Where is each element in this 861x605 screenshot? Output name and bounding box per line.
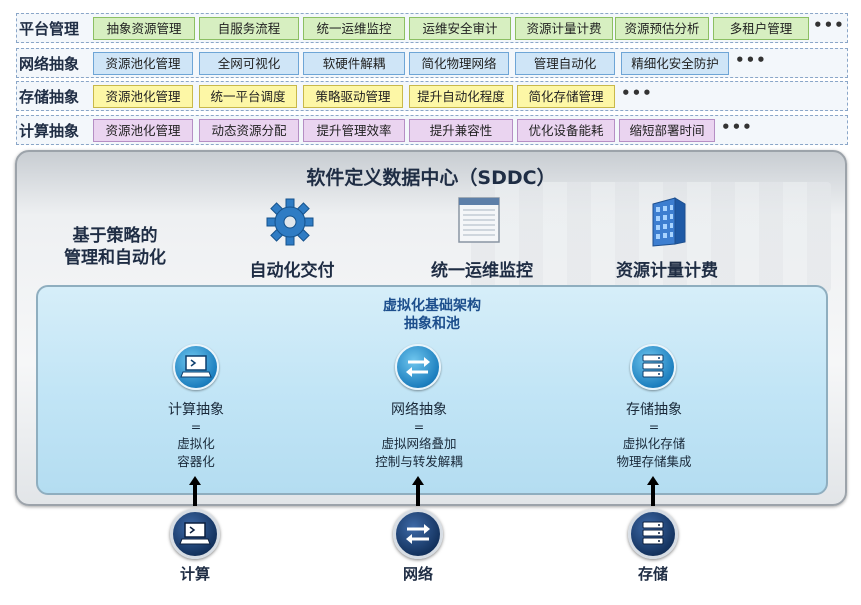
tag: 资源计量计费 — [515, 17, 613, 40]
column-title: 网络抽象 — [391, 402, 447, 418]
tag: 资源池化管理 — [93, 119, 193, 142]
building-background — [471, 182, 831, 292]
more-indicator: ••• — [721, 118, 753, 136]
more-indicator: ••• — [735, 51, 767, 69]
tag: 资源池化管理 — [93, 52, 193, 75]
feature-label: 统一运维监控 — [431, 261, 533, 281]
policy-line: 管理和自动化 — [64, 248, 166, 268]
row-label: 平台管理 — [19, 20, 80, 38]
building-icon — [645, 194, 691, 252]
bottom-label: 网络 — [402, 565, 433, 583]
tag: 提升管理效率 — [303, 119, 405, 142]
gear-icon — [265, 194, 315, 254]
up-arrow-network — [416, 484, 420, 506]
row-compute-abstraction: 计算抽象 资源池化管理 动态资源分配 提升管理效率 提升兼容性 优化设备能耗 缩… — [16, 115, 848, 145]
tag: 资源池化管理 — [93, 85, 193, 108]
bottom-label: 存储 — [637, 565, 668, 583]
tag: 自服务流程 — [199, 17, 299, 40]
equals-sign: = — [648, 419, 660, 434]
feature-label: 自动化交付 — [249, 261, 335, 281]
tag: 简化物理网络 — [409, 52, 509, 75]
up-arrow-compute — [193, 484, 197, 506]
policy-line: 基于策略的 — [72, 226, 158, 246]
switch-arrows-icon — [393, 509, 443, 559]
arrow-head — [189, 476, 201, 485]
tag: 软硬件解耦 — [303, 52, 405, 75]
equals-sign: = — [413, 419, 425, 434]
feature-label: 资源计量计费 — [616, 261, 718, 281]
virtualization-title-line: 抽象和池 — [404, 316, 460, 332]
tag: 缩短部署时间 — [619, 119, 715, 142]
tag: 策略驱动管理 — [303, 85, 403, 108]
row-platform-management: 平台管理 抽象资源管理 自服务流程 统一运维监控 运维安全审计 资源计量计费 资… — [16, 13, 848, 43]
tag: 优化设备能耗 — [517, 119, 615, 142]
column-title: 存储抽象 — [626, 402, 682, 418]
tag: 动态资源分配 — [199, 119, 299, 142]
server-stack-icon — [630, 344, 676, 390]
laptop-icon — [170, 509, 220, 559]
more-indicator: ••• — [813, 16, 845, 34]
virtualization-title: 虚拟化基础架构 抽象和池 — [38, 297, 826, 333]
tag: 提升兼容性 — [409, 119, 513, 142]
column-sub: 控制与转发解耦 — [375, 454, 463, 469]
tag: 统一运维监控 — [303, 17, 405, 40]
row-network-abstraction: 网络抽象 资源池化管理 全网可视化 软硬件解耦 简化物理网络 管理自动化 精细化… — [16, 48, 848, 78]
virtualization-panel: 虚拟化基础架构 抽象和池 计算抽象 = 虚拟化 容器化 网络抽象 = 虚拟网络叠… — [36, 285, 828, 495]
row-storage-abstraction: 存储抽象 资源池化管理 统一平台调度 策略驱动管理 提升自动化程度 简化存储管理… — [16, 81, 848, 111]
bottom-label: 计算 — [179, 565, 210, 583]
tag: 简化存储管理 — [517, 85, 615, 108]
sddc-title: 软件定义数据中心（SDDC） — [306, 167, 556, 189]
column-sub: 物理存储集成 — [616, 454, 692, 469]
up-arrow-storage — [651, 484, 655, 506]
row-label: 网络抽象 — [19, 55, 80, 73]
server-stack-icon — [628, 509, 678, 559]
switch-arrows-icon — [395, 344, 441, 390]
more-indicator: ••• — [621, 84, 653, 102]
policy-text: 基于策略的 管理和自动化 — [64, 225, 166, 269]
row-label: 存储抽象 — [19, 88, 80, 106]
laptop-icon — [173, 344, 219, 390]
tag: 资源预估分析 — [615, 17, 709, 40]
monitor-window-icon — [457, 196, 501, 250]
column-sub: 虚拟网络叠加 — [381, 436, 457, 451]
tag: 管理自动化 — [515, 52, 615, 75]
tag: 统一平台调度 — [199, 85, 297, 108]
column-sub: 容器化 — [177, 454, 215, 469]
tag: 全网可视化 — [199, 52, 299, 75]
tag: 多租户管理 — [713, 17, 809, 40]
tag: 运维安全审计 — [409, 17, 511, 40]
equals-sign: = — [190, 419, 202, 434]
column-sub: 虚拟化 — [177, 436, 215, 451]
arrow-head — [412, 476, 424, 485]
column-sub: 虚拟化存储 — [622, 436, 686, 451]
tag: 抽象资源管理 — [93, 17, 195, 40]
column-title: 计算抽象 — [168, 402, 224, 418]
virtualization-title-line: 虚拟化基础架构 — [383, 298, 481, 314]
row-label: 计算抽象 — [19, 122, 80, 140]
tag: 提升自动化程度 — [409, 85, 513, 108]
arrow-head — [647, 476, 659, 485]
tag: 精细化安全防护 — [621, 52, 729, 75]
